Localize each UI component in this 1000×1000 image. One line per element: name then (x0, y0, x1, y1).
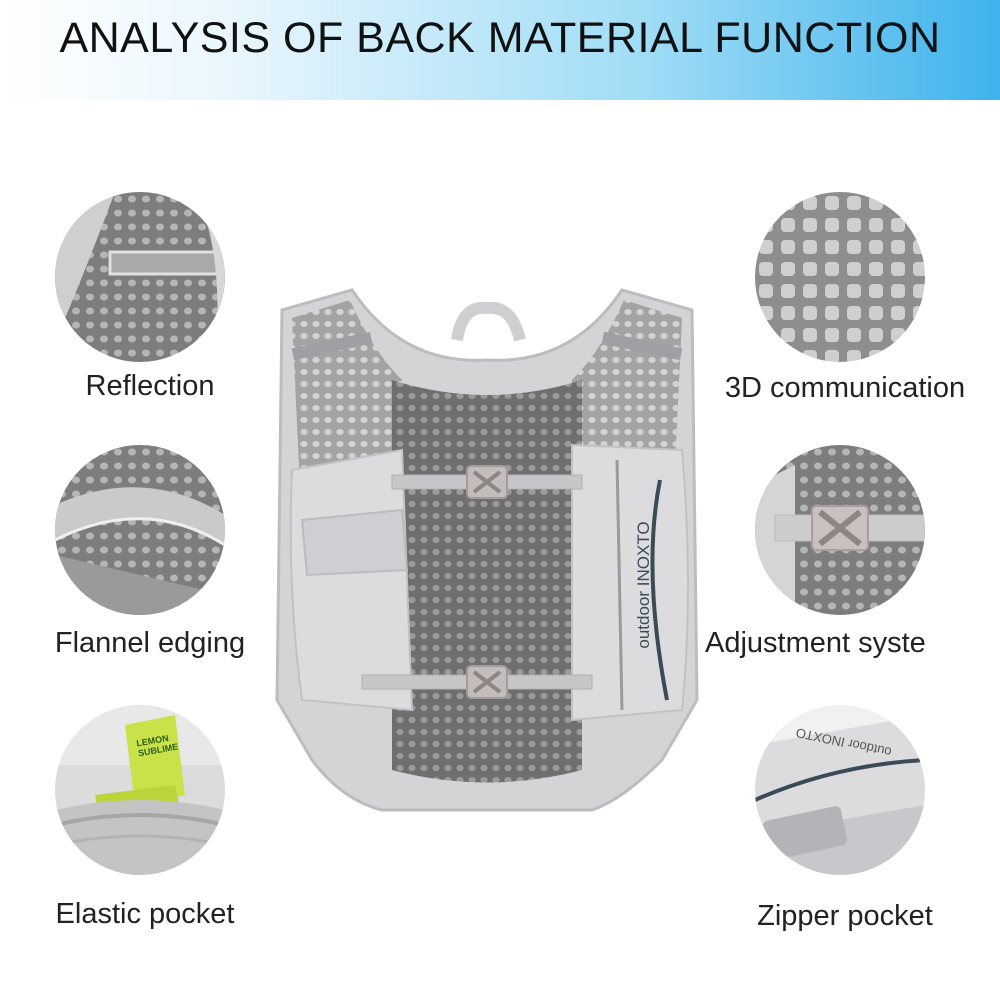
title-banner (0, 0, 1000, 100)
vest-brand-area: outdoor INOXTO (634, 475, 654, 695)
flannel-edging-closeup-image (55, 445, 225, 615)
vest-brand-text: outdoor INOXTO (634, 521, 653, 649)
3d-mesh-closeup-image (755, 192, 925, 362)
page-title: ANALYSIS OF BACK MATERIAL FUNCTION (59, 14, 941, 62)
reflection-label: Reflection (85, 370, 215, 402)
zipper-pocket-label: Zipper pocket (757, 900, 933, 932)
3d-communication-label: 3D communication (724, 372, 966, 404)
flannel-edging-label: Flannel edging (54, 627, 246, 659)
adjustment-system-label: Adjustment syste (705, 627, 926, 659)
adjustment-buckle-closeup-image (755, 445, 925, 615)
zipper-pocket-closeup-image: outdoor INOXTO (755, 705, 925, 875)
elastic-pocket-closeup-image: LEMON SUBLIME (55, 705, 225, 875)
reflection-closeup-image (55, 192, 225, 362)
running-vest-back-image: outdoor INOXTO (262, 270, 712, 850)
elastic-pocket-label: Elastic pocket (55, 898, 235, 930)
